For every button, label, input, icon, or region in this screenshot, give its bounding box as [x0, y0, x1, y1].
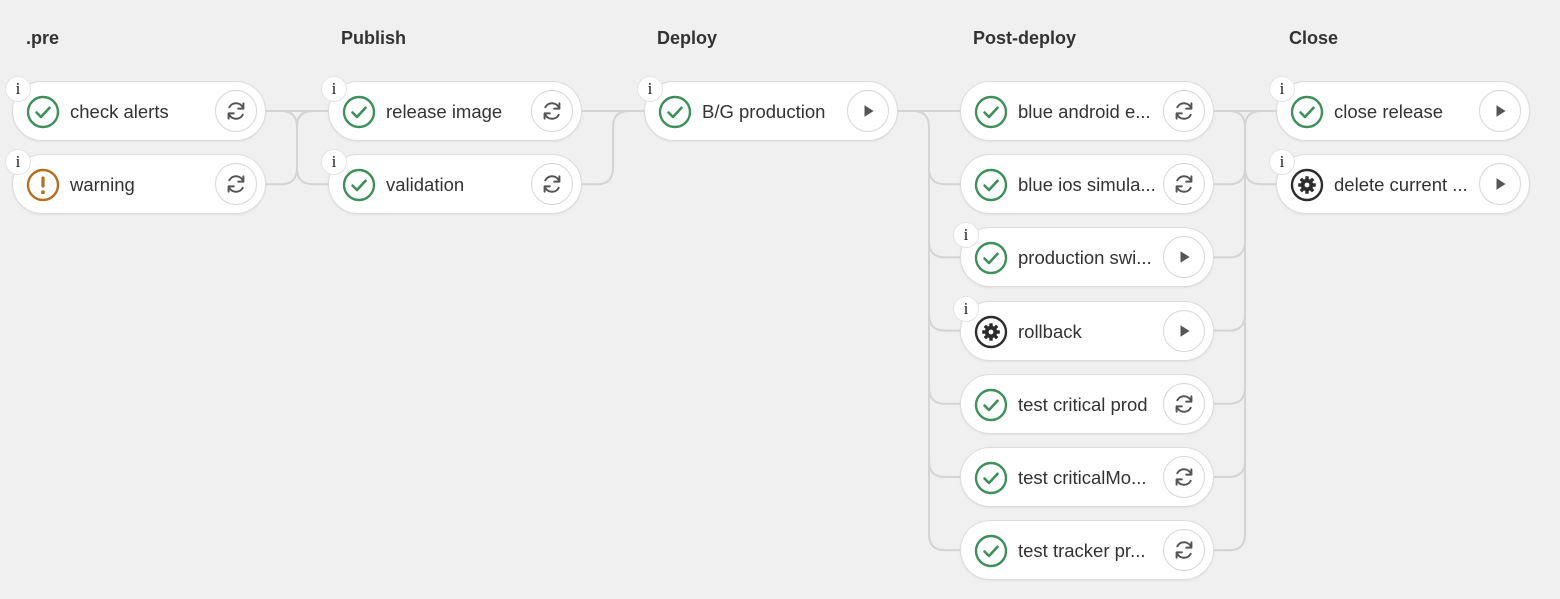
job-name[interactable]: B/G production [702, 101, 826, 122]
play-icon [858, 101, 878, 121]
job-name[interactable]: check alerts [70, 101, 169, 122]
retry-icon [1172, 465, 1196, 489]
job-card[interactable]: test criticalMo... [960, 447, 1214, 507]
warning-circle-icon [26, 168, 60, 202]
retry-button[interactable] [1163, 529, 1205, 572]
check-circle-icon [974, 388, 1008, 422]
retry-icon [224, 172, 248, 196]
job-name[interactable]: warning [70, 174, 135, 196]
play-icon [1490, 101, 1510, 121]
play-icon [1174, 247, 1194, 267]
job-name[interactable]: test tracker pr... [1018, 540, 1146, 562]
job-name[interactable]: blue ios simula... [1018, 174, 1156, 196]
job-card[interactable]: blue android e... [960, 81, 1214, 141]
job-name[interactable]: validation [386, 174, 465, 196]
gear-circle-icon [974, 315, 1008, 349]
job-card[interactable]: rollback i [953, 295, 1214, 361]
retry-button[interactable] [1163, 456, 1205, 498]
retry-icon [224, 99, 248, 123]
play-icon [1490, 174, 1510, 194]
retry-icon [540, 99, 564, 123]
stage-title: Publish [341, 28, 407, 48]
check-circle-icon [974, 241, 1008, 275]
retry-button[interactable] [215, 90, 257, 132]
retry-icon [540, 172, 564, 196]
stage-connector [266, 110, 328, 186]
check-circle-icon [1290, 95, 1324, 129]
info-badge-icon[interactable]: i [5, 149, 31, 176]
stage-title: .pre [26, 28, 60, 48]
job-name[interactable]: blue android e... [1018, 101, 1151, 122]
job-card[interactable]: release image i [321, 76, 582, 141]
retry-button[interactable] [1163, 90, 1205, 132]
check-circle-icon [342, 95, 376, 129]
retry-icon [1172, 538, 1196, 562]
stage-title: Close [1289, 28, 1339, 48]
retry-icon [1172, 392, 1196, 416]
stage-connector [898, 110, 960, 552]
check-circle-icon [974, 461, 1008, 495]
retry-icon [1172, 172, 1196, 196]
check-circle-icon [658, 95, 692, 129]
retry-icon [1172, 99, 1196, 123]
job-name[interactable]: release image [386, 101, 503, 122]
check-circle-icon [342, 168, 376, 202]
retry-button[interactable] [215, 163, 257, 206]
job-card[interactable]: B/G production i [637, 76, 898, 141]
job-card[interactable]: validation i [321, 149, 582, 215]
info-badge-icon[interactable]: i [953, 222, 979, 249]
check-circle-icon [974, 168, 1008, 202]
play-button[interactable] [1163, 236, 1205, 279]
gear-circle-icon [1290, 168, 1324, 202]
play-icon [1174, 321, 1194, 341]
job-card[interactable]: test tracker pr... [960, 520, 1214, 581]
job-card[interactable]: delete current ... i [1269, 149, 1530, 215]
job-name[interactable]: production swi... [1018, 247, 1152, 269]
check-circle-icon [974, 95, 1008, 129]
check-circle-icon [26, 95, 60, 129]
stage-connector [1214, 110, 1276, 552]
info-badge-icon[interactable]: i [321, 149, 347, 176]
job-card[interactable]: close release i [1269, 76, 1530, 141]
stage-title: Post-deploy [973, 28, 1077, 48]
retry-button[interactable] [531, 90, 573, 132]
job-name[interactable]: delete current ... [1334, 174, 1468, 196]
info-badge-icon[interactable]: i [953, 295, 979, 322]
retry-button[interactable] [531, 163, 573, 206]
play-button[interactable] [1479, 163, 1521, 206]
stage-title: Deploy [657, 28, 718, 48]
info-badge-icon[interactable]: i [321, 76, 347, 102]
job-card[interactable]: check alerts i [5, 76, 266, 141]
retry-button[interactable] [1163, 163, 1205, 206]
info-badge-icon[interactable]: i [1269, 149, 1295, 176]
play-button[interactable] [847, 90, 889, 132]
job-name[interactable]: test critical prod [1018, 393, 1148, 415]
job-name[interactable]: rollback [1018, 320, 1082, 342]
check-circle-icon [974, 534, 1008, 568]
play-button[interactable] [1479, 90, 1521, 132]
stage-connector [582, 110, 644, 186]
job-name[interactable]: close release [1334, 101, 1444, 122]
play-button[interactable] [1163, 309, 1205, 352]
job-name[interactable]: test criticalMo... [1018, 467, 1147, 488]
job-card[interactable]: warning i [5, 149, 266, 215]
info-badge-icon[interactable]: i [5, 76, 31, 102]
info-badge-icon[interactable]: i [637, 76, 663, 102]
job-card[interactable]: production swi... i [953, 222, 1214, 288]
info-badge-icon[interactable]: i [1269, 76, 1295, 102]
job-card[interactable]: blue ios simula... [960, 154, 1214, 215]
retry-button[interactable] [1163, 382, 1205, 425]
job-card[interactable]: test critical prod [960, 373, 1214, 434]
